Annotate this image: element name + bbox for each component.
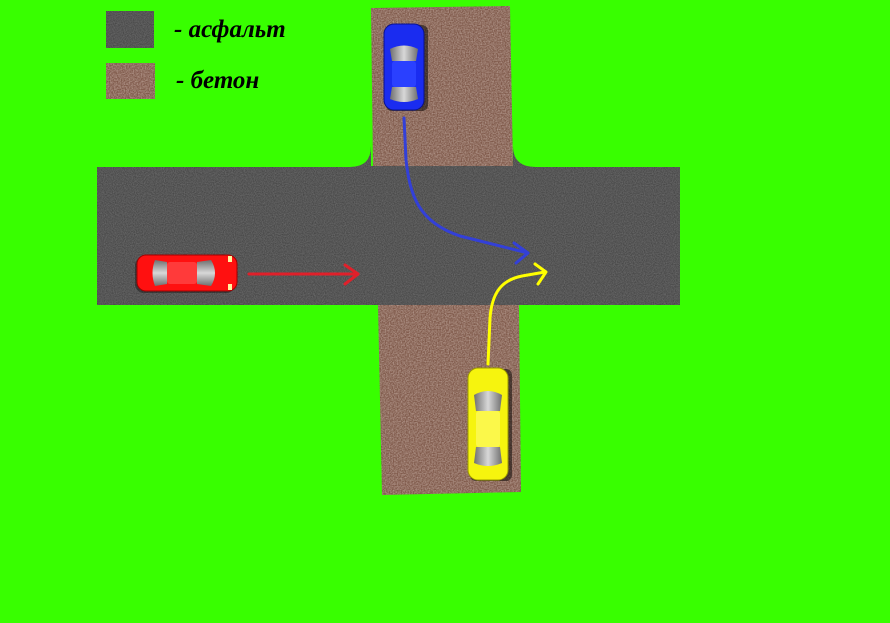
red-car — [135, 254, 238, 293]
yellow-car-path-arrow — [486, 262, 548, 366]
red-car-path-arrow — [247, 263, 360, 286]
blue-car — [383, 23, 428, 111]
legend-concrete-swatch — [106, 63, 155, 99]
yellow-car — [467, 367, 512, 481]
legend-concrete-label: - бетон — [176, 67, 260, 94]
legend-asphalt-swatch — [106, 11, 154, 48]
blue-car-path-arrow — [402, 116, 530, 265]
legend-asphalt-label: - асфальт — [174, 16, 286, 43]
